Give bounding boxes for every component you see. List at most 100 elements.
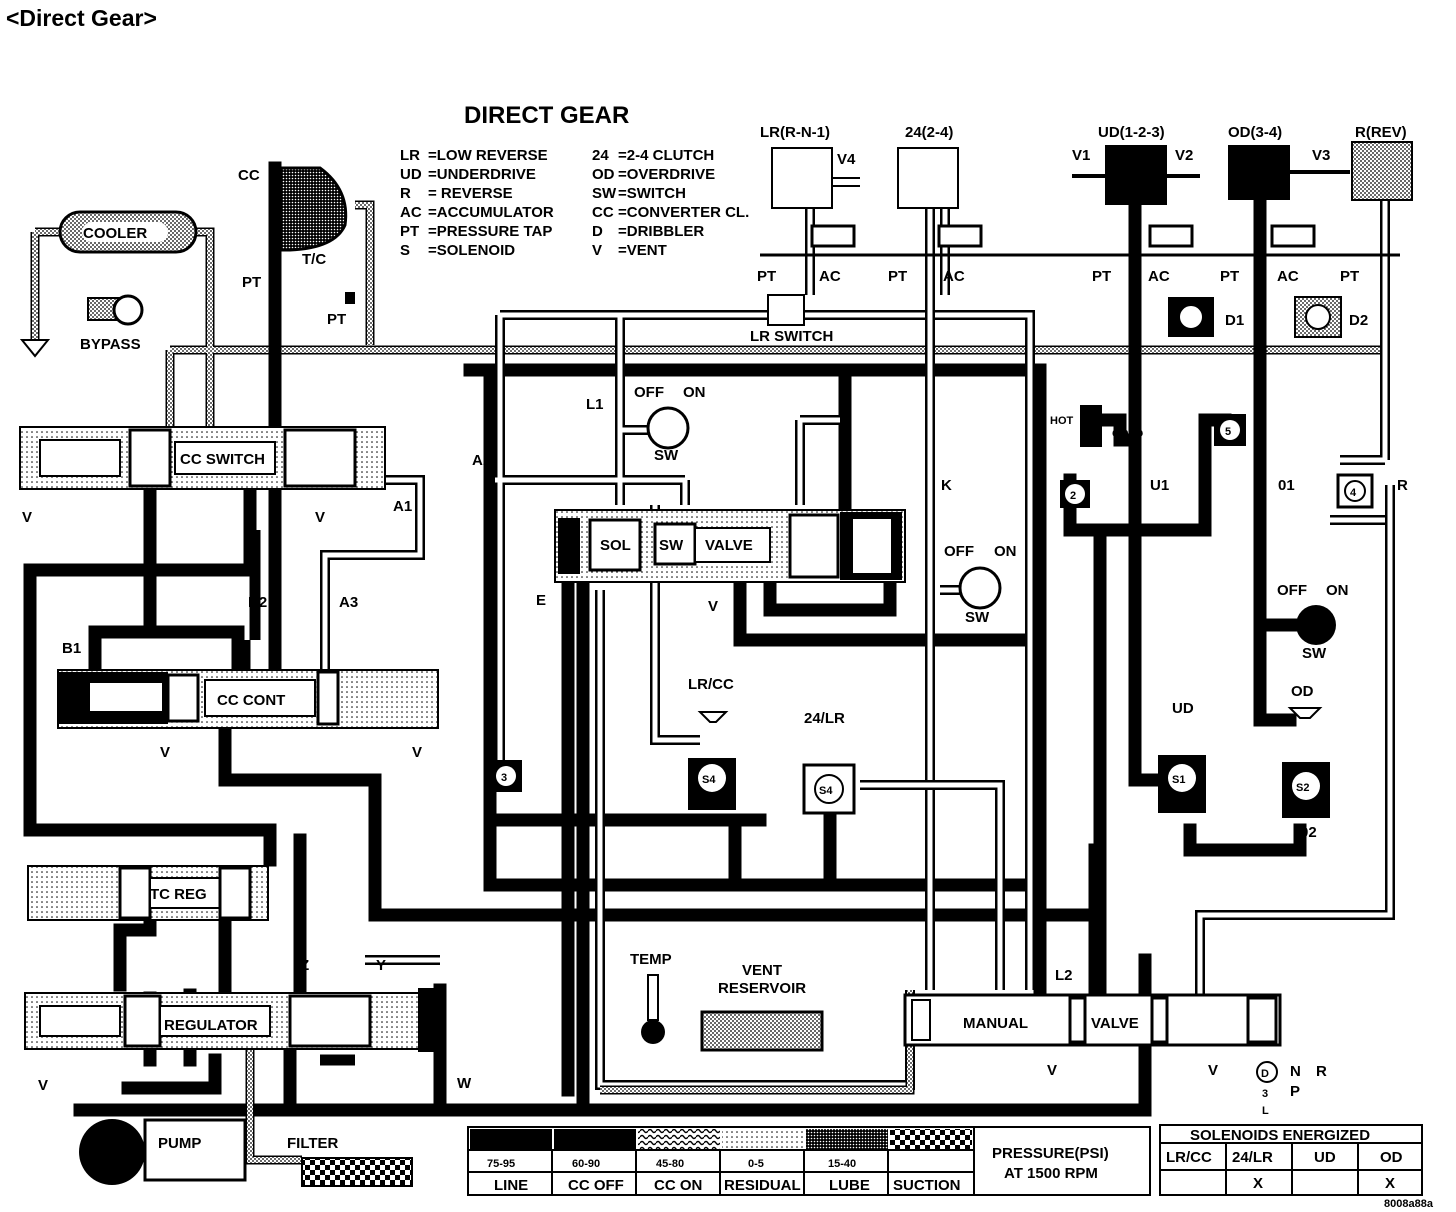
reverse-clutch-cavity — [1351, 141, 1413, 201]
lr-pressure-switch — [646, 406, 690, 450]
cc-label: CC — [238, 167, 260, 184]
pt-label-24: PT — [888, 268, 907, 285]
ac-label-od: AC — [1277, 268, 1299, 285]
legend-meaning-v: =VENT — [618, 242, 667, 259]
passage-a3: A3 — [339, 594, 358, 611]
position-n: N — [1290, 1063, 1301, 1080]
pressure-legend-table: 75-95 60-90 45-80 0-5 15-40 LINE CC OFF … — [467, 1126, 1151, 1196]
vent-manual-1: V — [1047, 1062, 1057, 1079]
diagram-title: DIRECT GEAR — [464, 102, 629, 129]
passage-l2: L2 — [1055, 967, 1073, 984]
regulator-valve: REGULATOR — [24, 988, 446, 1052]
vent-labels: V V V V V V V V — [22, 509, 1218, 1094]
check-balls: 2 3 4 5 — [490, 414, 1374, 792]
mark-od: X — [1385, 1175, 1395, 1192]
legend-meaning-pt: =PRESSURE TAP — [428, 223, 552, 240]
swatch-cc-off — [554, 1129, 636, 1149]
vent-manual-2: V — [1208, 1062, 1218, 1079]
sw3-label: SW — [1302, 645, 1327, 662]
lr-accumulator — [810, 224, 856, 248]
vent-cc-cont-right: V — [412, 744, 422, 761]
pressure-caption-2: AT 1500 RPM — [1004, 1165, 1098, 1182]
passage-z: Z — [300, 957, 309, 974]
solenoid-s2: S2 — [1296, 782, 1309, 794]
manual-label: MANUAL — [963, 1015, 1028, 1032]
passage-l1: L1 — [586, 396, 604, 413]
passage-a2: A2 — [472, 452, 491, 469]
check-ball-2: 2 — [1070, 490, 1076, 502]
sw1-label: SW — [654, 447, 679, 464]
legend-abbr-v: V — [592, 242, 602, 259]
passage-w: W — [457, 1075, 472, 1092]
cc-switch-label: CC SWITCH — [180, 451, 265, 468]
pt-label-rev: PT — [1340, 268, 1359, 285]
vent-reservoir-label-2: RESERVOIR — [718, 980, 806, 997]
legend-abbr-ac: AC — [400, 204, 422, 221]
sw3-off-label: OFF — [1277, 582, 1307, 599]
passage-labels: A1 A2 A3 B1 B2 L1 L2 E K U1 01 02 R T Z … — [62, 396, 1408, 1092]
range-cc-on: 45-80 — [656, 1158, 684, 1170]
passage-t: T — [265, 834, 274, 851]
passage-01: 01 — [1278, 477, 1295, 494]
name-line: LINE — [494, 1177, 528, 1194]
lr-switch — [767, 294, 805, 326]
passage-b2: B2 — [248, 594, 267, 611]
figure-code: 8008a88a — [1384, 1198, 1434, 1210]
passage-b1: B1 — [62, 640, 81, 657]
tc-reg-label: TC REG — [150, 886, 207, 903]
swatch-lube — [806, 1129, 888, 1149]
name-cc-off: CC OFF — [568, 1177, 624, 1194]
ud-clutch-cavity — [1105, 145, 1167, 205]
24-pressure-switch — [958, 566, 1002, 610]
od-pressure-switch — [1296, 605, 1336, 645]
filter-element — [301, 1157, 413, 1187]
valve-label: VALVE — [705, 537, 753, 554]
legend-abbr-sw: SW — [592, 185, 617, 202]
pressure-caption-1: PRESSURE(PSI) — [992, 1145, 1109, 1162]
lr-switch-and-dribblers: LR SWITCH D1 D2 — [750, 294, 1368, 345]
legend-abbr-s: S — [400, 242, 410, 259]
passage-a1: A1 — [393, 498, 412, 515]
mark-24-lr: X — [1253, 1175, 1263, 1192]
solenoid-switch-valve: SOL SW VALVE — [554, 509, 906, 583]
passage-k: K — [941, 477, 952, 494]
ac-label-lr: AC — [819, 268, 841, 285]
lr-clutch-label: LR(R-N-1) — [760, 124, 830, 141]
range-cc-off: 60-90 — [572, 1158, 600, 1170]
torque-converter-body — [278, 166, 348, 252]
v2-label: V2 — [1175, 147, 1193, 164]
solenoid-s2-label: OD — [1291, 683, 1314, 700]
check-ball-3: 3 — [501, 772, 507, 784]
cold-label: COLD — [1112, 428, 1143, 440]
col-24-lr: 24/LR — [1232, 1149, 1273, 1166]
name-cc-on: CC ON — [654, 1177, 702, 1194]
position-p: P — [1290, 1083, 1300, 1100]
pump-label: PUMP — [158, 1135, 201, 1152]
name-residual: RESIDUAL — [724, 1177, 801, 1194]
legend-meaning-ac: =ACCUMULATOR — [428, 204, 554, 221]
hot-label: HOT — [1050, 415, 1074, 427]
legend-abbr-24: 24 — [592, 147, 609, 164]
pump-body — [143, 1118, 247, 1182]
v4-label: V4 — [837, 151, 856, 168]
accumulators: PT AC PT AC PT AC PT AC PT — [757, 224, 1400, 285]
legend-abbr-ud: UD — [400, 166, 422, 183]
24-accumulator — [937, 224, 983, 248]
vent-reservoir: TEMP VENT RESERVOIR — [600, 951, 915, 1095]
legend-meaning-d: =DRIBBLER — [618, 223, 704, 240]
swatch-suction — [890, 1129, 972, 1149]
cc-switch-valve: CC SWITCH — [19, 426, 386, 490]
tc-regulator-valve: TC REG — [27, 865, 269, 921]
name-lube: LUBE — [829, 1177, 870, 1194]
col-lr-cc: LR/CC — [1166, 1149, 1212, 1166]
swatch-cc-on — [638, 1129, 720, 1149]
vent-cc-switch-right: V — [315, 509, 325, 526]
page-title: <Direct Gear> — [6, 5, 157, 31]
regulator-label: REGULATOR — [164, 1017, 258, 1034]
passage-u1: U1 — [1150, 477, 1169, 494]
residual-passages — [320, 200, 1395, 1090]
clutch-cavities: LR(R-N-1) V4 24(2-4) UD(1-2-3) V1 V2 OD(… — [760, 124, 1413, 209]
pt-label-tc: PT — [327, 311, 346, 328]
24-clutch-cavity — [897, 147, 959, 209]
pt-label-od: PT — [1220, 268, 1239, 285]
